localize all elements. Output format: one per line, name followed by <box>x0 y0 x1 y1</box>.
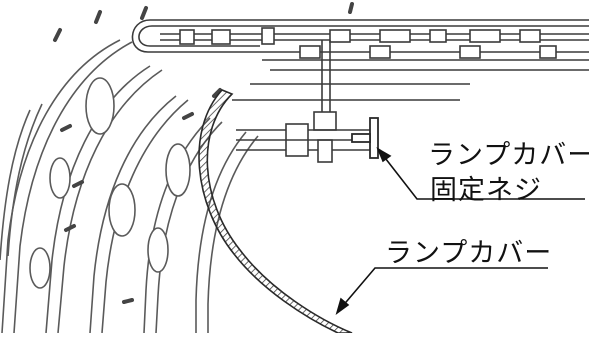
leader-line-screw <box>376 147 585 200</box>
leader-line-cover <box>335 267 548 316</box>
top-pipes <box>131 19 589 101</box>
small-hook-details <box>53 2 354 304</box>
mounting-bar <box>236 123 376 163</box>
bulb-shapes <box>29 77 191 289</box>
label-lamp-cover-screw-line1: ランプカバー <box>428 140 589 171</box>
label-lamp-cover: ランプカバー <box>385 238 553 269</box>
fixing-screw <box>351 117 379 159</box>
pipe-couplings <box>179 27 557 59</box>
label-lamp-cover-screw-line2: 固定ネジ <box>430 175 542 206</box>
lamp-rib-arcs <box>0 39 259 334</box>
